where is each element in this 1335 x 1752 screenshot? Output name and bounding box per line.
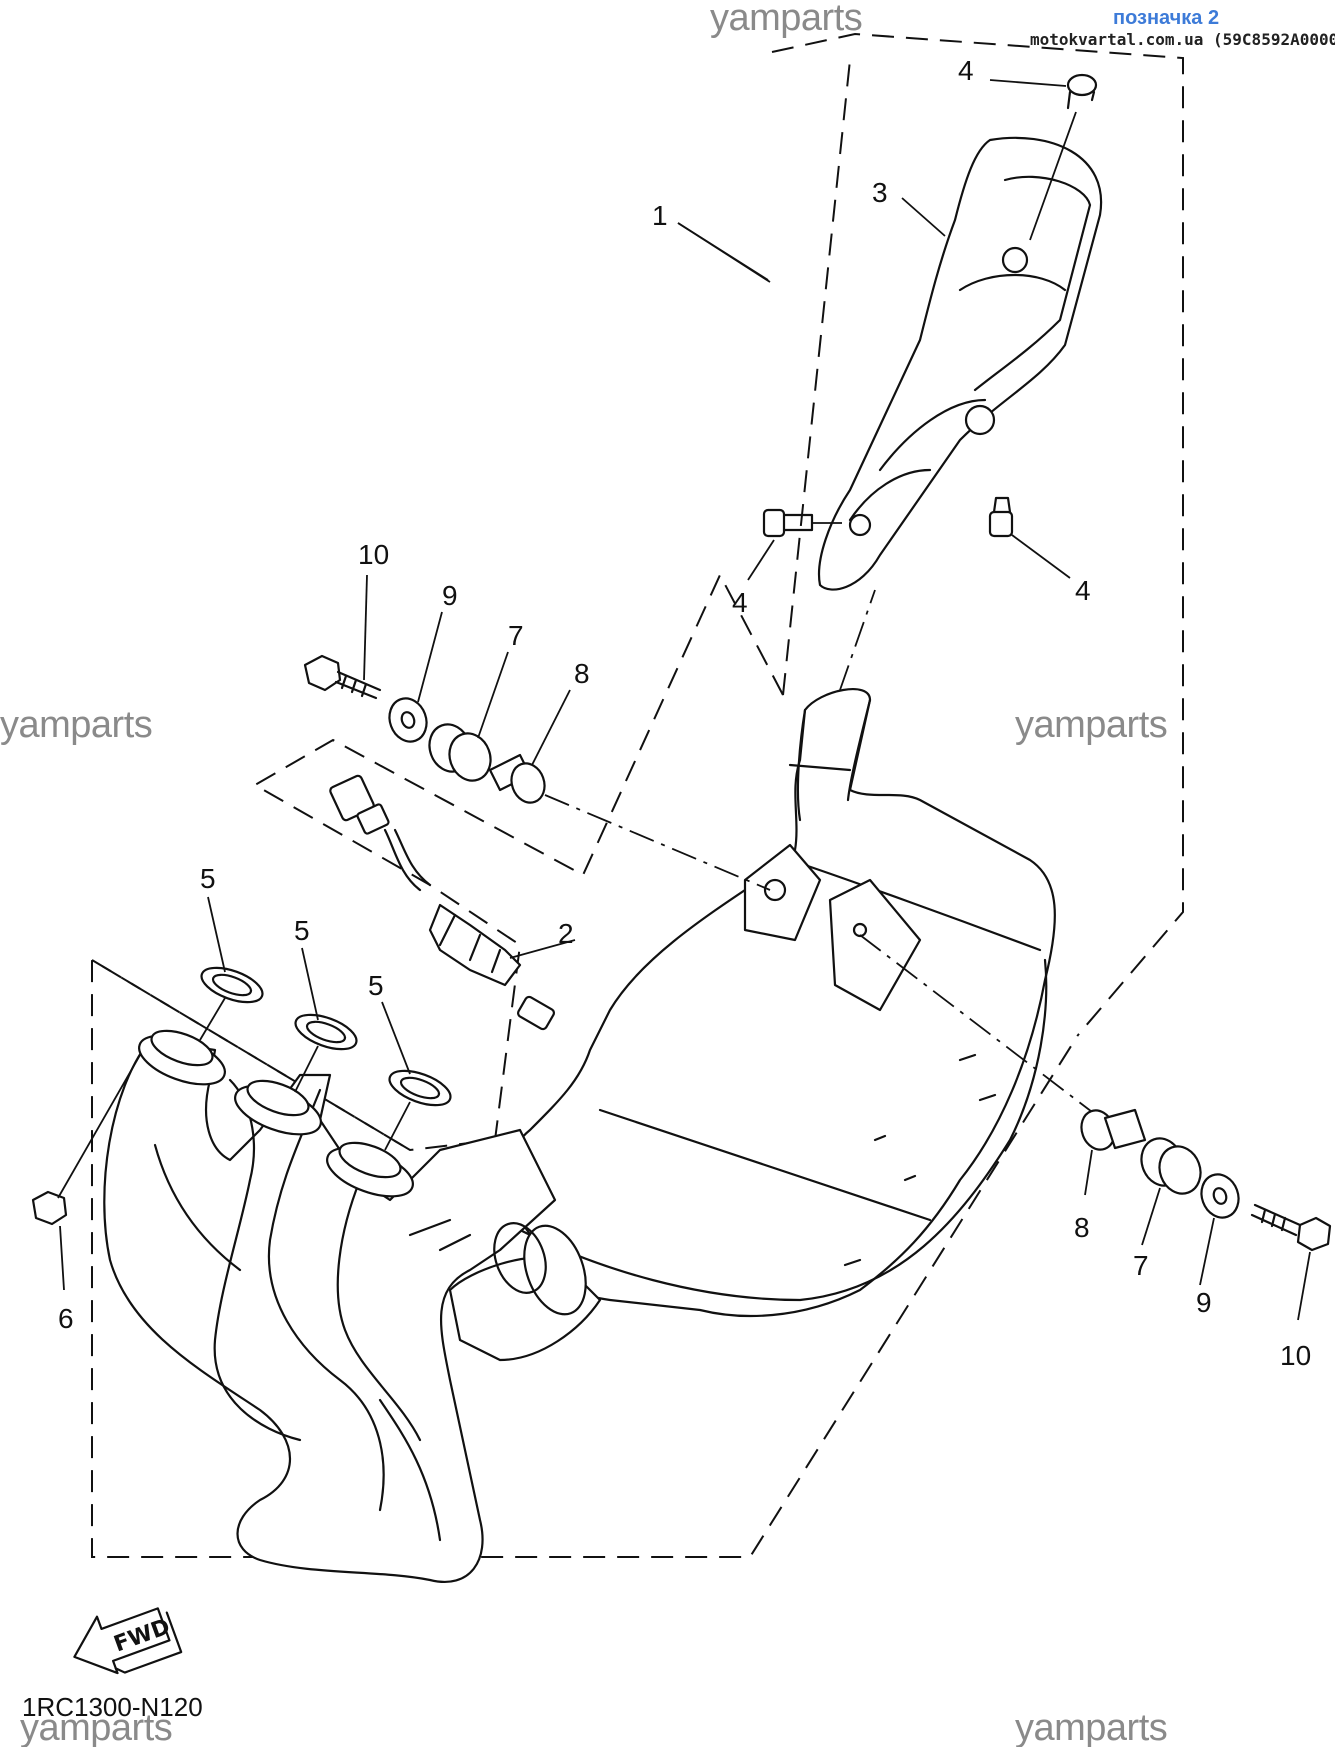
leader-9-right	[1199, 1217, 1215, 1286]
mount-bolt-left	[303, 654, 382, 700]
leader-5-inlet-a	[199, 997, 226, 1041]
leader-8-left	[531, 689, 571, 766]
leader-6	[59, 1225, 65, 1291]
pipe-inlet-1	[138, 1029, 226, 1086]
forward-arrow: FWD	[73, 1607, 183, 1675]
callout-10-left: 10	[358, 539, 389, 570]
sensor-bracket-leader	[544, 794, 771, 891]
grommet-left	[428, 723, 492, 782]
callout-5b: 5	[294, 915, 310, 946]
leader-4-left	[747, 539, 775, 581]
callout-6: 6	[58, 1303, 74, 1334]
mount-bolt-right	[1250, 1203, 1332, 1252]
o2-sensor	[329, 774, 555, 1031]
cover-bolt-left	[762, 508, 842, 538]
leader-5b	[301, 947, 319, 1021]
callout-4-left: 4	[732, 587, 748, 618]
leader-10-left	[363, 574, 368, 681]
grommet-right	[1140, 1137, 1202, 1195]
callout-9-right: 9	[1196, 1287, 1212, 1318]
flange-nut	[31, 1054, 141, 1226]
callout-5c: 5	[368, 970, 384, 1001]
callout-3: 3	[872, 177, 888, 208]
leader-9-left	[417, 611, 443, 703]
leader-2	[509, 939, 576, 959]
callout-9-left: 9	[442, 580, 458, 611]
watermark-bottom-left: yamparts	[20, 1707, 172, 1747]
leader-5-inlet-b	[294, 1045, 319, 1093]
leader-10-right	[1297, 1251, 1311, 1321]
watermark-left: yamparts	[0, 704, 152, 746]
rear-bracket-leader	[859, 934, 1101, 1119]
cover-bolt-top	[1029, 73, 1098, 241]
diagram-code: 1RC1300-N120	[22, 1692, 203, 1722]
leader-3	[901, 197, 946, 237]
callout-10-right: 10	[1280, 1340, 1311, 1371]
callout-4-right: 4	[1075, 575, 1091, 606]
header-label: позначка 2	[1113, 7, 1219, 29]
leader-5-inlet-c	[384, 1101, 411, 1151]
muffler-cover	[818, 136, 1103, 591]
leader-4-top	[989, 79, 1067, 87]
leader-5c	[381, 1001, 411, 1075]
callout-7-left: 7	[508, 620, 524, 651]
watermark-right: yamparts	[1015, 704, 1167, 746]
callout-5a: 5	[200, 863, 216, 894]
collar-right	[1080, 1108, 1147, 1151]
leader-1	[677, 222, 769, 281]
pipe-inlet-3	[326, 1141, 414, 1198]
callout-8-right: 8	[1074, 1212, 1090, 1243]
washer-right	[1200, 1173, 1240, 1219]
leader-5a	[207, 896, 226, 973]
leader-8-right	[1084, 1149, 1093, 1196]
callout-1: 1	[652, 200, 668, 231]
header-source: motokvartal.com.ua (59C8592A0000)	[1030, 30, 1335, 49]
muffler-body	[508, 688, 1056, 1318]
muffler-cover-leader	[839, 589, 876, 691]
leader-4-right	[1011, 534, 1071, 579]
gasket-3	[388, 1069, 452, 1107]
leader-7-left	[477, 651, 509, 739]
collar-left	[488, 753, 546, 804]
exhaust-headers	[103, 1038, 602, 1583]
washer-left	[388, 697, 428, 743]
gasket-1	[200, 966, 264, 1004]
callout-2: 2	[558, 918, 574, 949]
callout-4-top: 4	[958, 55, 974, 86]
leader-7-right	[1141, 1187, 1161, 1246]
watermark-bottom-right: yamparts	[1015, 1707, 1167, 1747]
group-1-outline	[91, 32, 1184, 1558]
watermark-top: yamparts	[710, 0, 862, 39]
group-5-outline	[91, 959, 411, 1151]
gasket-2	[294, 1013, 358, 1051]
callout-8-left: 8	[574, 658, 590, 689]
callout-7-right: 7	[1133, 1250, 1149, 1281]
pipe-inlet-2	[234, 1079, 322, 1136]
cover-bolt-right	[988, 496, 1014, 538]
